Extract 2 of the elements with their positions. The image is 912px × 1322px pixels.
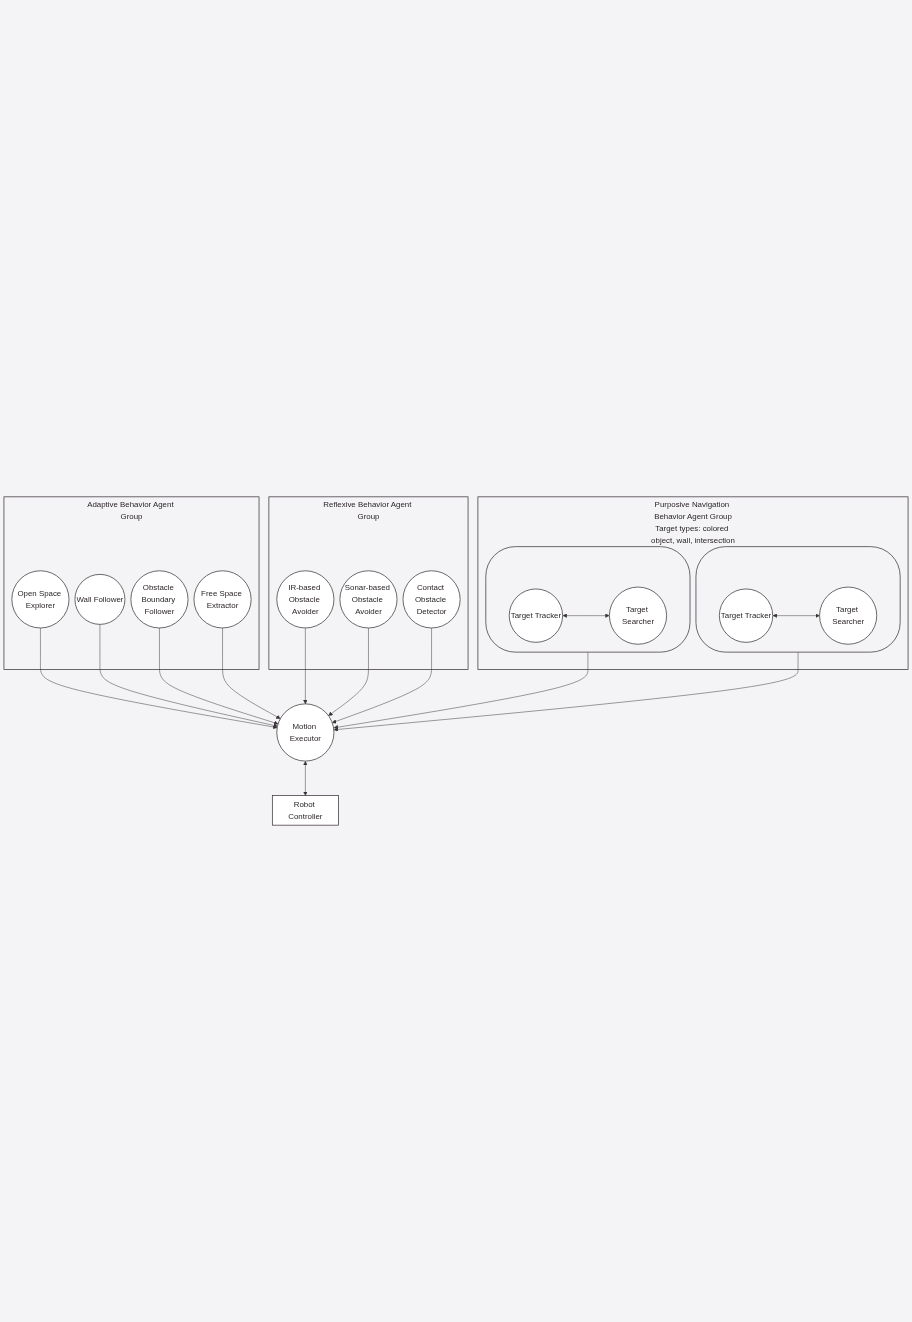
cluster <box>485 546 691 653</box>
cluster <box>695 546 901 653</box>
